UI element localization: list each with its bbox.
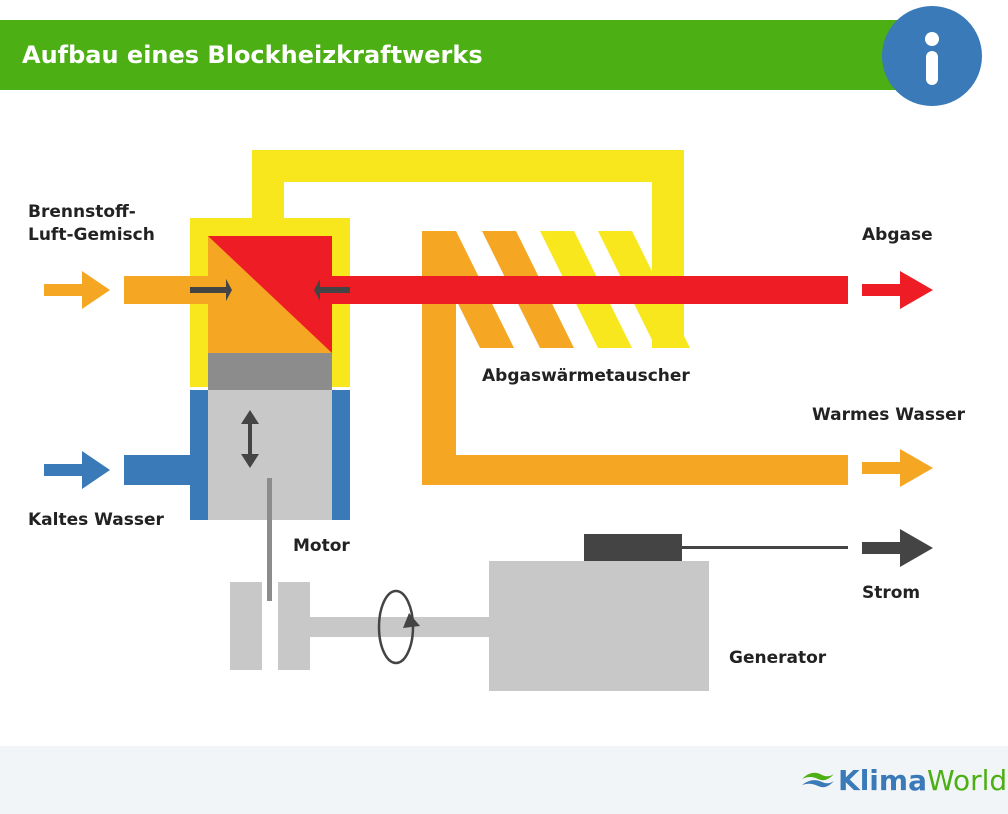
drive-shaft xyxy=(310,617,490,637)
label-warm-water: Warmes Wasser xyxy=(812,405,966,425)
footer xyxy=(0,746,1008,814)
label-generator: Generator xyxy=(729,648,827,668)
label-electricity: Strom xyxy=(862,583,921,603)
page-title: Aufbau eines Blockheizkraftwerks xyxy=(22,41,483,69)
clutch-right xyxy=(278,582,310,670)
power-line xyxy=(682,546,848,549)
warm-water-arrow-icon xyxy=(862,449,933,487)
label-fuel-air-mix-line1: Brennstoff- xyxy=(28,202,136,222)
cold-water-inlet-pipe xyxy=(124,455,208,485)
generator-terminal xyxy=(584,534,682,561)
klimaworld-logo[interactable]: KlimaWorld xyxy=(800,763,1007,799)
generator-body xyxy=(489,561,709,691)
electricity-arrow-icon xyxy=(862,529,933,567)
fuel-arrow-icon xyxy=(44,271,110,309)
title-bar xyxy=(0,20,910,90)
label-engine: Motor xyxy=(293,536,350,556)
exhaust-arrow-icon xyxy=(862,271,933,309)
logo-world: World xyxy=(926,764,1008,797)
logo-klima: Klima xyxy=(838,764,927,797)
outlet-valve xyxy=(314,279,350,301)
info-glyph xyxy=(925,32,939,85)
inlet-valve xyxy=(190,279,232,301)
info-icon[interactable] xyxy=(882,6,982,106)
label-cold-water: Kaltes Wasser xyxy=(28,510,164,530)
label-fuel-air-mix-line2: Luft-Gemisch xyxy=(28,225,155,245)
label-heat-exchanger: Abgaswärmetauscher xyxy=(482,366,690,386)
label-exhaust: Abgase xyxy=(862,225,933,245)
yellow-water-loop xyxy=(190,150,684,387)
orange-warm-water-pipe xyxy=(422,231,848,485)
chp-diagram xyxy=(44,150,933,691)
connecting-rod xyxy=(267,478,272,601)
cooling-jacket-right xyxy=(332,390,350,520)
clutch-left xyxy=(230,582,262,670)
logo-wordmark: KlimaWorld xyxy=(838,763,1007,799)
piston-motion-arrow xyxy=(241,410,259,468)
piston-head xyxy=(208,353,332,390)
cold-water-arrow-icon xyxy=(44,451,110,489)
red-exhaust-pipe xyxy=(330,276,848,304)
klimaworld-logo-icon xyxy=(802,772,834,788)
combustion-flame xyxy=(208,236,332,353)
rotation-icon xyxy=(377,589,420,665)
